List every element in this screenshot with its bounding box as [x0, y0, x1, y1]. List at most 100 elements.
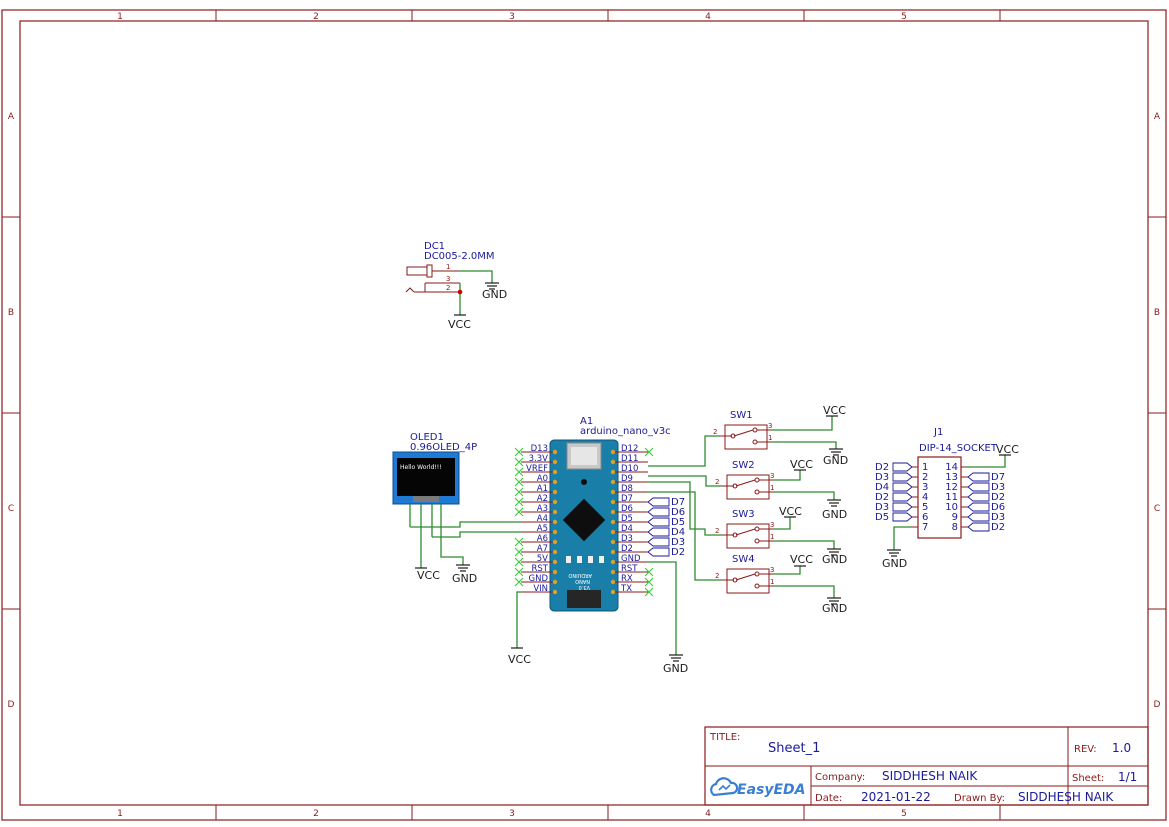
net-label-flag [647, 537, 670, 547]
nano-left-pad [552, 509, 558, 515]
net-label-flag [892, 462, 913, 472]
switch-pin-num: 3 [770, 472, 774, 480]
col-label-top: 4 [705, 12, 711, 22]
easyeda-logo: EasyEDA [710, 777, 806, 798]
switch-ref: SW1 [730, 410, 753, 421]
switch-lever [735, 528, 756, 536]
net-label-flag [647, 547, 670, 557]
switch-lever [735, 479, 756, 487]
switch-wire [772, 416, 833, 431]
no-connect-marker [514, 577, 524, 587]
oled-screen-text: Hello World!!! [400, 464, 442, 471]
net-label-flag [647, 507, 670, 517]
nano-right-pad [610, 509, 616, 515]
row-label-right: A [1154, 112, 1161, 122]
switch-pin-num: 1 [768, 434, 772, 442]
switch-wire [774, 585, 835, 598]
no-connect-marker [514, 477, 524, 487]
switch-pin-num: 3 [768, 422, 772, 430]
vcc-label: VCC [779, 505, 802, 518]
no-connect-marker [644, 447, 654, 457]
nano-left-pad [552, 559, 558, 565]
switch-pin-num: 2 [715, 572, 719, 580]
net-label-flag [892, 512, 913, 522]
a1-value: arduino_nano_v3c [580, 426, 671, 437]
no-connect-marker [644, 567, 654, 577]
sheet-label: Sheet: [1072, 773, 1104, 784]
nano-left-pin-label: GND [529, 574, 549, 584]
nano-right-pin-label: D5 [621, 514, 633, 524]
switch-lever [735, 573, 756, 581]
row-label-left: A [8, 112, 15, 122]
row-label-right: D [1154, 700, 1161, 710]
nano-left-pad [552, 479, 558, 485]
switch-pin-num: 1 [770, 578, 774, 586]
switch-body [726, 523, 770, 549]
title-label: TITLE: [709, 732, 740, 743]
nano-right-pin-label: D6 [621, 504, 633, 514]
vcc-label: VCC [790, 458, 813, 471]
j1-left-pin-num: 4 [922, 492, 928, 503]
j1-ref: J1 [933, 427, 943, 438]
nano-left-pin-label: A3 [537, 504, 548, 514]
vcc-label: VCC [448, 318, 471, 331]
no-connect-marker [514, 557, 524, 567]
dc1-ref: DC1 [424, 241, 445, 252]
nano-right-pin-label: RST [621, 564, 638, 574]
drawn-by-label: Drawn By: [954, 793, 1005, 804]
nano-right-pad [610, 469, 616, 475]
col-label-bottom: 3 [509, 809, 515, 819]
net-label-flag [967, 472, 990, 482]
nano-right-pad [610, 459, 616, 465]
no-connect-marker [514, 487, 524, 497]
nano-left-pad [552, 579, 558, 585]
switch-wire [772, 441, 837, 449]
switch-pin-num: 1 [770, 484, 774, 492]
switch-lever [733, 429, 754, 437]
switch-wiring [772, 416, 837, 598]
no-connect-marker [514, 457, 524, 467]
no-connect-marker [644, 587, 654, 597]
net-label-flag [967, 482, 990, 492]
nano-right-pin-label: D4 [621, 524, 633, 534]
row-label-right: C [1154, 504, 1160, 514]
col-label-top: 1 [117, 12, 123, 22]
net-label-flag [647, 527, 670, 537]
nano-net-label: D3 [671, 537, 685, 548]
nano-left-pin-label: D13 [531, 444, 548, 454]
nano-right-pad [610, 449, 616, 455]
net-label-flag [647, 517, 670, 527]
j1-left-net-label: D4 [875, 482, 889, 493]
net-label-flag [892, 492, 913, 502]
nano-right-pin-label: D12 [621, 444, 638, 454]
gnd-label: GND [882, 557, 907, 570]
title-value: Sheet_1 [768, 741, 820, 756]
nano-right-pin-label: GND [621, 554, 641, 564]
switch-contact [754, 489, 760, 495]
switch-pin-num: 3 [770, 566, 774, 574]
nano-net-label: D6 [671, 507, 685, 518]
j1-right-pin-num: 12 [945, 482, 958, 493]
net-label-flag [647, 497, 670, 507]
j1-right-net-label: D2 [991, 522, 1005, 533]
dc1-power-jack: DC1 DC005-2.0MM 1 3 2 [405, 241, 495, 315]
oled1-display: OLED1 0.96OLED_4P Hello World!!! [392, 432, 477, 568]
col-label-bottom: 5 [901, 809, 907, 819]
nano-right-pad [610, 559, 616, 565]
nano-net-label: D5 [671, 517, 685, 528]
switch-contact [752, 439, 758, 445]
title-block: TITLE: Sheet_1 REV: 1.0 Company: SIDDHES… [704, 726, 1149, 806]
j1-left-net-label: D5 [875, 512, 889, 523]
j1-right-net-label: D6 [991, 502, 1005, 513]
switch-wire [774, 470, 801, 481]
switch-contact [754, 583, 760, 589]
nano-right-pad [610, 579, 616, 585]
nano-left-pad [552, 569, 558, 575]
col-label-top: 3 [509, 12, 515, 22]
j1-left-net-label: D2 [875, 492, 889, 503]
switch-contact [754, 477, 760, 483]
gnd-label: GND [822, 553, 847, 566]
switch-body [726, 568, 770, 594]
